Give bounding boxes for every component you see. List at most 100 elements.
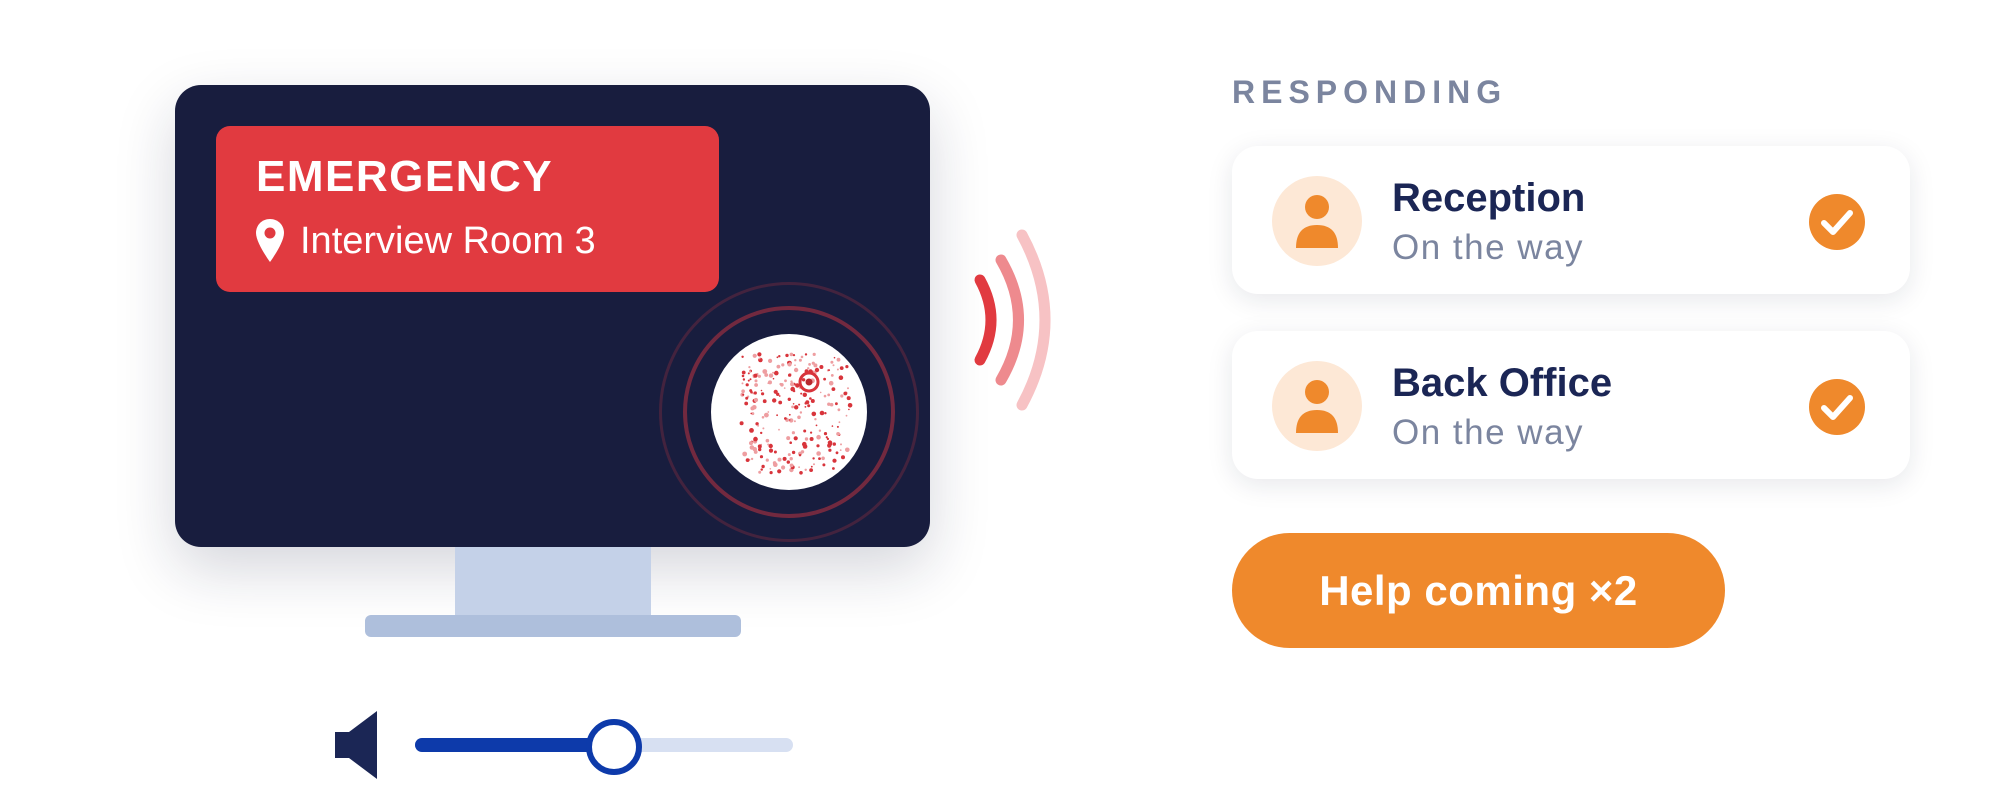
panic-texture-dot [765, 438, 770, 443]
target-dot [805, 378, 813, 386]
volume-slider[interactable] [415, 719, 793, 775]
panic-texture-dot [790, 386, 795, 392]
panic-texture-dot [823, 432, 828, 436]
panic-texture-dot [845, 414, 848, 417]
panic-texture-dot [753, 391, 757, 395]
panic-texture-dot [828, 380, 834, 386]
panic-texture-dot [741, 389, 745, 393]
panic-texture-dot [768, 448, 774, 453]
avatar [1272, 361, 1362, 451]
panic-texture-dot [781, 465, 786, 470]
panic-texture-dot [848, 408, 850, 411]
pulse-ring-inner [683, 306, 895, 518]
panic-texture-dot [836, 425, 839, 428]
speaker-icon[interactable] [335, 709, 379, 781]
panic-texture-dot [836, 368, 839, 371]
panic-texture-dot [747, 372, 750, 375]
panic-texture-dot [745, 383, 749, 387]
volume-slider-thumb[interactable] [585, 719, 642, 775]
panic-texture-dot [798, 466, 800, 469]
panic-texture-dot [789, 352, 794, 357]
panic-pulse [659, 282, 919, 542]
panic-texture-dot [815, 424, 818, 427]
panic-texture-dot [802, 441, 807, 447]
panic-texture-dot [755, 422, 759, 426]
panic-texture-dot [757, 444, 762, 449]
panic-texture-dot [776, 356, 779, 359]
panic-texture-dot [823, 394, 827, 398]
panic-texture-dot [813, 363, 818, 368]
emergency-alert-card: EMERGENCY Interview Room 3 [216, 126, 719, 292]
panic-texture-dot [838, 375, 844, 380]
panic-texture-dot [760, 389, 763, 392]
avatar [1272, 176, 1362, 266]
panic-texture-dot [750, 457, 754, 461]
panic-texture-dot [797, 415, 801, 420]
help-coming-button[interactable]: Help coming ×2 [1232, 533, 1725, 648]
panic-texture-dot [799, 471, 803, 475]
panic-texture-dot [843, 391, 848, 396]
panic-texture-dot [787, 361, 790, 364]
panic-texture-dot [818, 429, 822, 432]
panic-texture-dot [765, 458, 769, 462]
responder-name: Reception [1392, 176, 1586, 220]
panic-texture-dot [798, 454, 802, 457]
panic-texture-dot [758, 357, 761, 360]
panic-texture-dot [788, 413, 791, 416]
panic-texture-dot [784, 417, 787, 420]
panic-texture-dot [754, 379, 758, 383]
alert-title: EMERGENCY [256, 152, 554, 201]
panic-texture-dot [769, 468, 772, 470]
panic-texture-dot [749, 370, 751, 373]
panic-texture-dot [792, 403, 795, 405]
panic-texture-dot [845, 447, 850, 453]
panic-texture-dot [835, 402, 838, 406]
panic-texture-dot [778, 400, 783, 405]
panic-texture-dot [830, 374, 834, 377]
panic-texture-dot [837, 408, 841, 412]
panic-texture-dot [826, 437, 830, 441]
person-icon [1296, 195, 1338, 248]
panic-texture-dot [749, 441, 753, 446]
panic-texture-dot [828, 369, 830, 372]
panic-texture-dot [773, 462, 778, 467]
monitor-stand-neck [455, 547, 651, 615]
panic-texture-dot [847, 403, 853, 408]
panic-texture-dot [752, 353, 757, 358]
check-circle-icon [1809, 379, 1865, 435]
panic-texture-dot [750, 412, 752, 415]
panic-texture-dot [742, 451, 748, 457]
responder-name: Back Office [1392, 361, 1613, 405]
panic-texture-dot [788, 419, 791, 421]
panic-texture-dot [791, 450, 796, 455]
panic-texture-dot [774, 370, 779, 376]
panic-texture-dot [781, 363, 785, 367]
panic-texture-dot [830, 360, 834, 364]
panic-texture-dot [753, 397, 759, 403]
panic-texture-dot [784, 379, 787, 383]
panic-texture-dot [800, 355, 804, 359]
panic-texture-dot [791, 431, 795, 435]
panic-texture-dot [767, 411, 770, 413]
panic-texture-dot [798, 358, 802, 362]
panic-texture-dot [812, 352, 816, 356]
panic-texture-dot [836, 357, 841, 362]
panic-texture-dot [816, 451, 821, 456]
responder-card-back-office: Back Office On the way [1232, 331, 1910, 479]
panic-texture-dot [801, 378, 806, 382]
panic-texture-dot [791, 405, 794, 409]
panic-texture-dot [831, 387, 836, 391]
panic-button[interactable] [711, 334, 867, 490]
panic-texture-dot [819, 391, 822, 394]
panic-texture-dot [847, 387, 849, 390]
panic-texture-dot [782, 456, 787, 461]
panic-texture-dot [745, 396, 749, 400]
panic-texture-dot [778, 355, 781, 358]
panic-texture-dot [835, 451, 839, 455]
panic-texture-dot [832, 458, 837, 463]
panic-texture-dot [773, 450, 777, 454]
panic-button-texture [739, 352, 853, 475]
panic-texture-dot [767, 443, 770, 446]
panic-texture-dot [819, 365, 824, 369]
check-circle-icon [1809, 194, 1865, 250]
